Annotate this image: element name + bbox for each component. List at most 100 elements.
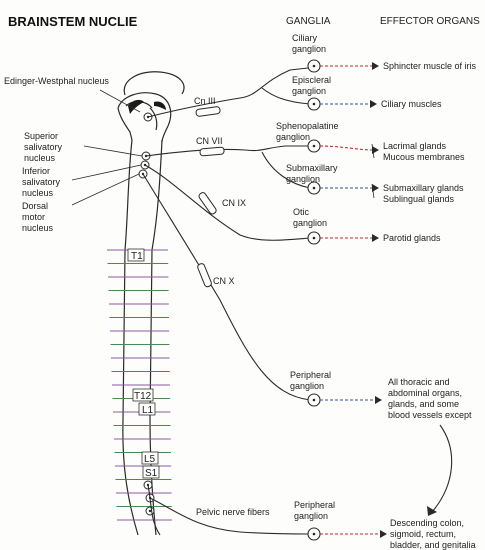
midbrain-contour: [117, 92, 172, 143]
fiber-pelvic: [149, 497, 311, 535]
arrowhead: [372, 62, 379, 70]
label-superior-salivatory-2: salivatory: [24, 142, 63, 152]
shaded-region-left: [128, 99, 144, 114]
level-box-t12: [132, 388, 154, 402]
fiber-cn3-episcleral: [261, 87, 311, 105]
label-cn9: CN IX: [222, 198, 246, 208]
header-ganglia: GANGLIA: [286, 16, 331, 27]
cn3-marker: [195, 106, 221, 117]
level-box-l1: [138, 402, 156, 416]
label-dorsal-motor-1: Dorsal: [22, 201, 48, 211]
preganglionic-fibers: [142, 67, 311, 536]
arrowhead: [372, 146, 379, 154]
leader-lines: [71, 89, 143, 206]
label-pelvic-1: Descending colon,: [390, 518, 464, 528]
ganglion-dot: [312, 532, 316, 536]
label-thoracic-2: abdominal organs,: [388, 388, 462, 398]
label-peripheral-2-2: ganglion: [294, 511, 328, 521]
label-superior-salivatory-3: nucleus: [24, 153, 56, 163]
arrowheads: [370, 62, 387, 538]
arrowhead: [370, 100, 377, 108]
ganglion-dot: [312, 186, 316, 190]
label-pelvic-2: sigmoid, rectum,: [390, 529, 456, 539]
effector-brace: [371, 183, 375, 199]
label-peripheral-1-1: Peripheral: [290, 370, 331, 380]
midbrain-shading: [128, 99, 166, 114]
label-otic-1: Otic: [293, 207, 310, 217]
label-edinger-westphal: Edinger-Westphal nucleus: [4, 76, 109, 86]
label-inferior-salivatory-1: Inferior: [22, 166, 50, 176]
spinal-level-labels: T1 T12 L1 L5 S1: [127, 248, 160, 479]
title-brainstem-nuclei: BRAINSTEM NUCLIE: [8, 14, 138, 29]
connector-arrowhead: [427, 506, 437, 516]
label-superior-salivatory-1: Superior: [24, 131, 58, 141]
level-label-l5: L5: [144, 454, 156, 465]
level-label-s1: S1: [145, 468, 158, 479]
label-inferior-salivatory-3: nucleus: [22, 188, 54, 198]
label-thoracic-4: blood vessels except: [388, 410, 472, 420]
label-sphenopalatine-2: ganglion: [276, 132, 310, 142]
label-ciliary-2: ganglion: [292, 44, 326, 54]
cn9-marker: [198, 192, 217, 215]
brainstem-left: [117, 107, 133, 141]
label-cn10: CN X: [213, 276, 235, 286]
cn10-marker: [197, 263, 212, 288]
label-dorsal-motor-2: motor: [22, 212, 45, 222]
label-inferior-salivatory-2: salivatory: [22, 177, 61, 187]
level-label-t1: T1: [131, 251, 143, 262]
label-lacrimal-glands: Lacrimal glands: [383, 141, 447, 151]
label-episcleral-1: Episcleral: [292, 75, 331, 85]
ganglion-dot: [312, 398, 316, 402]
ganglion-dot: [312, 64, 316, 68]
aqueduct: [149, 107, 158, 131]
postganglionic-fibers: [319, 65, 380, 535]
label-peripheral-2-1: Peripheral: [294, 500, 335, 510]
nerve-markers: [195, 106, 225, 288]
nucleus-dot: [148, 509, 152, 513]
label-mucous-membranes: Mucous membranes: [383, 152, 465, 162]
arrowhead: [372, 184, 379, 192]
spinal-cord-left-edge: [122, 139, 139, 536]
label-ciliary-muscles: Ciliary muscles: [381, 99, 442, 109]
label-sphincter-iris: Sphincter muscle of iris: [383, 61, 477, 71]
label-thoracic-3: glands, and some: [388, 399, 459, 409]
level-box-l5: [141, 451, 159, 465]
fiber-cn3: [147, 67, 309, 118]
level-box-s1: [142, 465, 160, 479]
fiber-cn7: [145, 145, 308, 157]
brainstem-outline: [117, 71, 185, 143]
leader-edinger: [99, 89, 141, 113]
label-dorsal-motor-3: nucleus: [22, 223, 54, 233]
label-cn7: CN VII: [196, 136, 223, 146]
arrowhead: [380, 530, 387, 538]
post-spheno: [319, 145, 373, 151]
label-thoracic-1: All thoracic and: [388, 377, 450, 387]
level-label-l1: L1: [142, 405, 154, 416]
label-parotid-glands: Parotid glands: [383, 233, 441, 243]
label-peripheral-1-2: ganglion: [290, 381, 324, 391]
header-effector-organs: EFFECTOR ORGANS: [380, 16, 480, 27]
leader-dorsal: [71, 173, 140, 206]
fiber-cn10: [142, 173, 311, 401]
label-otic-2: ganglion: [293, 218, 327, 228]
label-episcleral-2: ganglion: [292, 86, 326, 96]
fiber-cn9: [144, 164, 311, 241]
effector-brace: [371, 143, 375, 159]
ganglion-dot: [312, 144, 316, 148]
arrowhead: [375, 396, 382, 404]
fiber-cn7-submax: [261, 151, 311, 189]
cn7-marker: [199, 146, 225, 157]
connector-arrow: [431, 424, 453, 513]
label-submaxillary-glands: Submaxillary glands: [383, 183, 464, 193]
label-pelvic-3: bladder, and genitalia: [390, 540, 476, 550]
leader-sup-sal: [83, 145, 143, 157]
label-sublingual-glands: Sublingual glands: [383, 194, 455, 204]
label-cn3: Cn III: [194, 96, 216, 106]
ganglion-dot: [312, 236, 316, 240]
label-ciliary-1: Ciliary: [292, 33, 318, 43]
arrowhead: [372, 234, 379, 242]
leader-inf-sal: [71, 164, 142, 181]
level-box-t1: [127, 248, 145, 262]
